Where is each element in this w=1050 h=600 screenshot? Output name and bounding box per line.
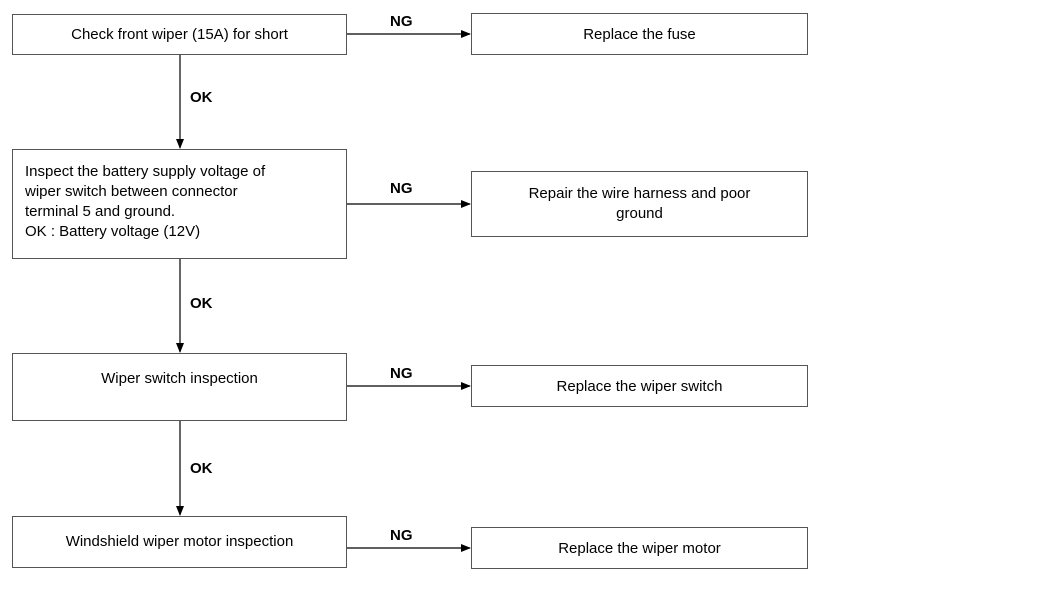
- step-box-wiper-switch: Wiper switch inspection: [12, 353, 347, 421]
- step-text: Wiper switch inspection: [101, 370, 258, 387]
- action-box-replace-switch: Replace the wiper switch: [471, 365, 808, 407]
- action-text: Repair the wire harness and poor ground: [528, 185, 751, 222]
- action-box-repair-harness: Repair the wire harness and poor ground: [471, 171, 808, 237]
- step-text: Windshield wiper motor inspection: [65, 533, 294, 550]
- step-box-check-fuse: Check front wiper (15A) for short: [12, 14, 347, 55]
- step-box-wiper-motor: Windshield wiper motor inspection: [12, 516, 347, 568]
- action-text: Replace the wiper motor: [558, 540, 721, 557]
- step-text: Check front wiper (15A) for short: [71, 26, 288, 43]
- ok-label: OK: [190, 460, 213, 477]
- action-text: Replace the wiper switch: [556, 378, 723, 395]
- ng-label: NG: [390, 13, 413, 30]
- action-box-replace-fuse: Replace the fuse: [471, 13, 808, 55]
- ok-label: OK: [190, 295, 213, 312]
- ng-label: NG: [390, 365, 413, 382]
- action-box-replace-motor: Replace the wiper motor: [471, 527, 808, 569]
- action-text: Replace the fuse: [583, 26, 696, 43]
- ok-label: OK: [190, 89, 213, 106]
- ng-label: NG: [390, 527, 413, 544]
- step-text: Inspect the battery supply voltage of wi…: [25, 163, 266, 240]
- step-box-battery-voltage: Inspect the battery supply voltage of wi…: [12, 149, 347, 259]
- ng-label: NG: [390, 180, 413, 197]
